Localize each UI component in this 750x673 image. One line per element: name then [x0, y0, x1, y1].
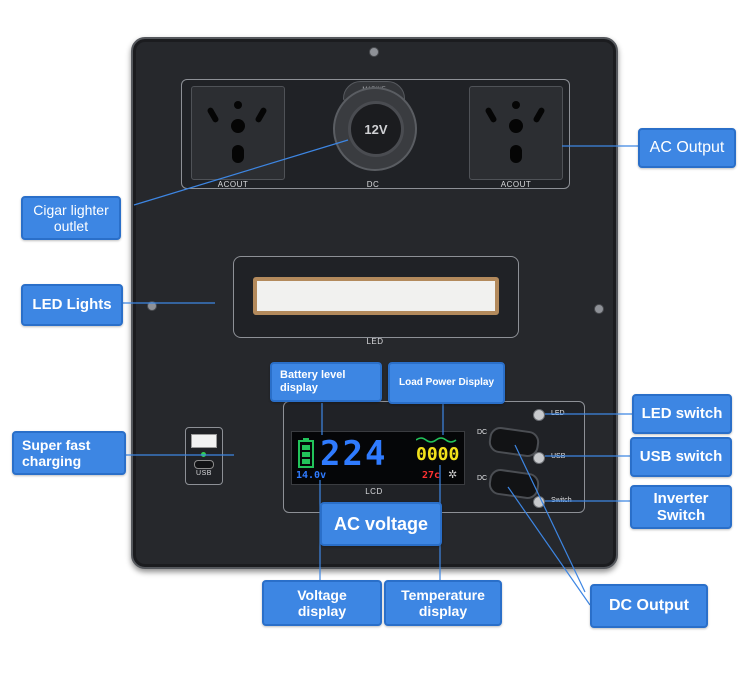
usb-label: USB — [196, 470, 212, 477]
dc-port-label: DC — [477, 429, 488, 436]
battery-icon — [298, 438, 314, 468]
led-label: LED — [366, 337, 384, 346]
lcd-battery-voltage: 14.0v — [296, 470, 327, 481]
callout-voltage-display: Voltage display — [262, 580, 382, 626]
callout-led-lights: LED Lights — [21, 284, 123, 326]
dc-socket-label: DC — [366, 180, 380, 189]
callout-cigar-lighter: Cigar lighter outlet — [21, 196, 121, 240]
ac-socket-right[interactable] — [469, 86, 563, 180]
led-switch-button[interactable] — [533, 409, 545, 421]
callout-temperature-display: Temperature display — [384, 580, 502, 626]
usb-switch-button[interactable] — [533, 452, 545, 464]
lcd-temperature: 27c — [422, 470, 441, 481]
screw — [369, 47, 379, 57]
callout-ac-voltage: AC voltage — [320, 502, 442, 546]
fan-icon: ✲ — [448, 469, 458, 481]
cigar-lighter-socket[interactable]: 12V — [348, 101, 404, 157]
screw — [147, 301, 157, 311]
callout-load-power: Load Power Display — [388, 362, 505, 404]
socket-hole — [232, 145, 244, 163]
led-light-bar — [253, 277, 499, 315]
callout-dc-output: DC Output — [590, 584, 708, 628]
callout-super-fast-charging: Super fast charging — [12, 431, 126, 475]
callout-ac-output: AC Output — [638, 128, 736, 168]
callout-inverter-switch: Inverter Switch — [630, 485, 732, 529]
socket-hole — [512, 101, 520, 109]
usb-a-port[interactable] — [191, 434, 217, 448]
callout-led-switch: LED switch — [632, 394, 732, 434]
callout-usb-switch: USB switch — [630, 437, 732, 477]
lcd-label: LCD — [365, 487, 383, 496]
lcd-load-power: 0000 — [416, 444, 460, 465]
dc-port-label: DC — [477, 475, 488, 482]
socket-hole — [509, 119, 523, 133]
socket-hole — [234, 101, 242, 109]
ac-socket-left-label: ACOUT — [217, 180, 249, 189]
socket-hole — [231, 119, 245, 133]
usb-c-port[interactable] — [194, 460, 214, 469]
socket-hole — [510, 145, 522, 163]
lcd-ac-voltage: 224 — [320, 434, 388, 474]
screw — [594, 304, 604, 314]
sine-wave-icon — [416, 437, 457, 443]
ac-socket-right-label: ACOUT — [500, 180, 532, 189]
callout-battery-level: Battery level display — [270, 362, 382, 402]
lcd-display: 224 0000 14.0v 27c ✲ — [291, 431, 465, 485]
usb-port-bezel: USB — [185, 427, 223, 485]
